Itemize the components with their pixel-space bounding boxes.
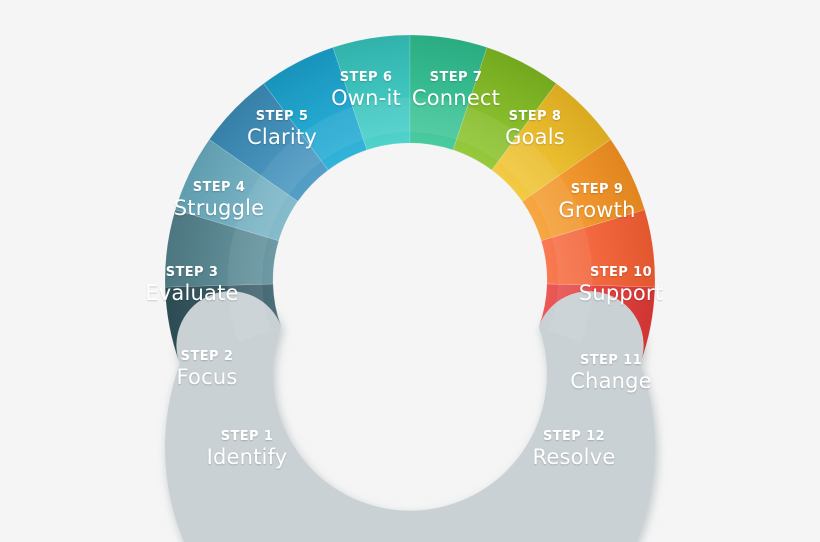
segment-highlight-7 [410,97,468,140]
segment-highlight-10 [531,175,585,238]
segment-highlight-5 [301,106,364,162]
ring-shadow [165,291,655,542]
segment-step-3[interactable] [174,139,299,242]
segment-highlight-2 [227,227,269,286]
segment-highlight-12 [548,284,593,343]
segment-step-5[interactable] [263,47,368,171]
segment-step-11[interactable] [540,209,656,288]
segment-highlight-8 [456,106,519,162]
segment-step-10[interactable] [521,139,646,242]
segment-highlight-4 [260,133,322,196]
segment-highlight-11 [551,227,593,286]
segment-step-8[interactable] [452,47,557,171]
segment-highlight-6 [352,97,410,140]
segment-step-6[interactable] [332,34,411,151]
segments-group [164,34,656,542]
segment-highlight-1 [227,284,272,343]
segment-step-1[interactable] [164,283,282,364]
segment-highlight-9 [498,133,560,196]
segment-step-9[interactable] [491,83,612,202]
segment-step-4[interactable] [208,83,329,202]
segment-step-12[interactable] [538,283,656,364]
segment-highlight-3 [235,175,289,238]
segment-step-7[interactable] [409,34,488,151]
segment-step-2[interactable] [164,209,280,288]
